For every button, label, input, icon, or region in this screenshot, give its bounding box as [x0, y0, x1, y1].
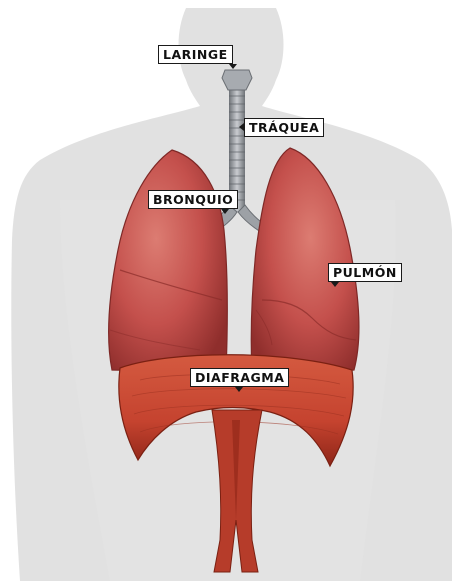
label-larynx: LARINGE: [158, 45, 233, 64]
label-bronchus: BRONQUIO: [148, 190, 238, 209]
label-lung: PULMÓN: [328, 263, 402, 282]
label-trachea: TRÁQUEA: [244, 118, 324, 137]
label-diaphragm: DIAFRAGMA: [190, 368, 289, 387]
larynx-shape: [222, 70, 252, 90]
